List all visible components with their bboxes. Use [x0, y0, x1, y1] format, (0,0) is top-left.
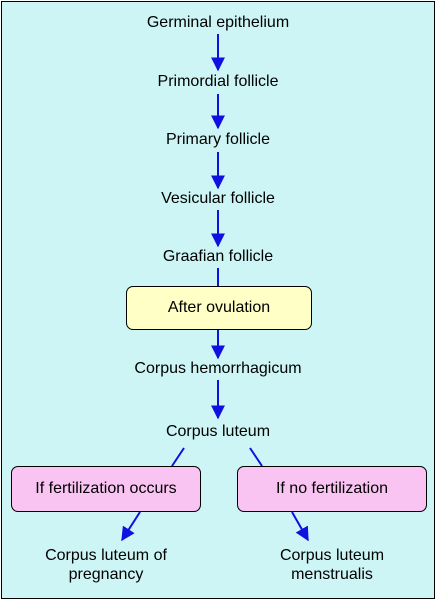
node-vesicular-follicle: Vesicular follicle [161, 190, 275, 207]
node-corpus-luteum-menstrualis: Corpus luteum menstrualis [279, 547, 385, 583]
node-graafian-follicle: Graafian follicle [162, 248, 274, 265]
node-after-ovulation: After ovulation [126, 286, 312, 330]
node-corpus-luteum-of-pregnancy: Corpus luteum of pregnancy [45, 547, 167, 583]
if-no-fertilization-label: If no fertilization [275, 480, 389, 497]
node-if-fertilization-occurs: If fertilization occurs [11, 466, 201, 512]
node-if-no-fertilization: If no fertilization [237, 466, 427, 512]
node-primordial-follicle: Primordial follicle [157, 73, 279, 90]
node-primary-follicle: Primary follicle [165, 131, 271, 148]
arrow-fertilization-to-pregnancy [121, 511, 141, 542]
line-luteum-to-no-fertilization [249, 447, 263, 467]
node-germinal-epithelium: Germinal epithelium [146, 14, 290, 31]
node-corpus-hemorrhagicum: Corpus hemorrhagicum [134, 360, 302, 377]
after-ovulation-label: After ovulation [167, 299, 271, 316]
node-corpus-luteum: Corpus luteum [165, 423, 271, 440]
if-fertilization-occurs-label: If fertilization occurs [35, 480, 177, 497]
arrow-no-fertilization-to-menstrualis [291, 511, 309, 542]
line-luteum-to-fertilization [171, 447, 185, 467]
